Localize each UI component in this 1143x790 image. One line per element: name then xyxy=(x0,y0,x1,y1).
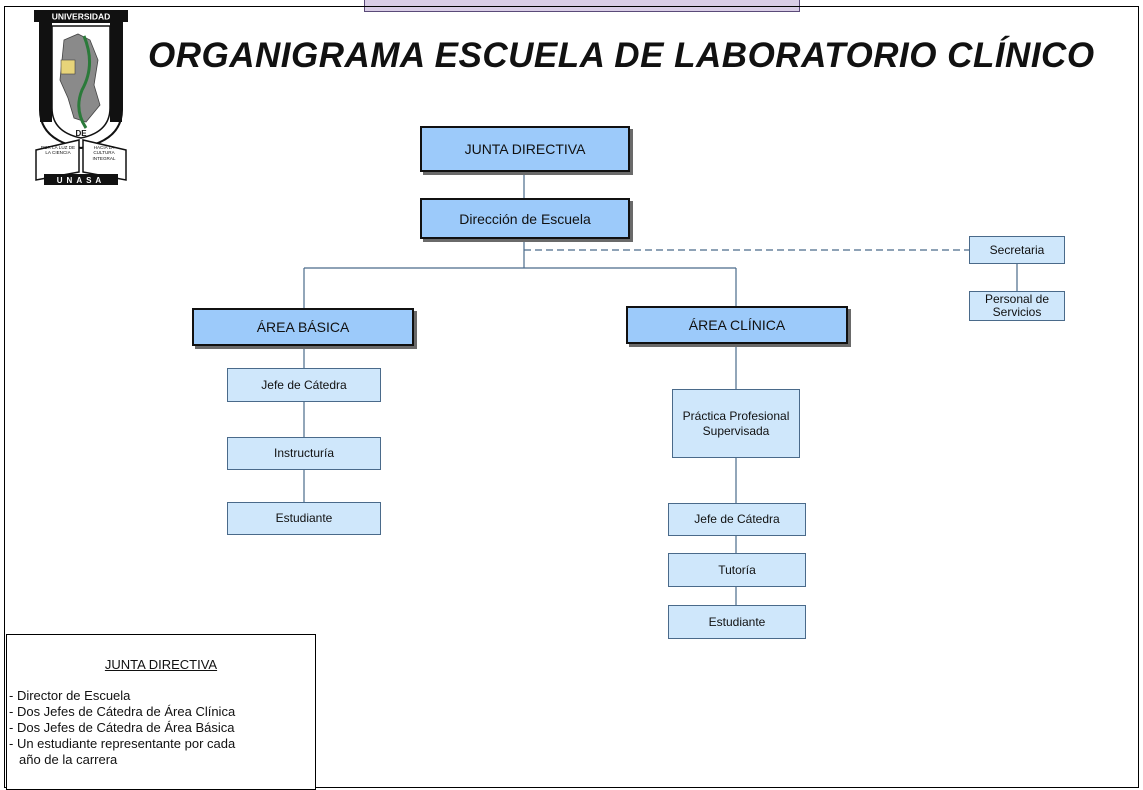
node-area-basica: ÁREA BÁSICA xyxy=(192,308,414,346)
page-title: ORGANIGRAMA ESCUELA DE LABORATORIO CLÍNI… xyxy=(148,36,1095,75)
node-basica-instructuria: Instructuría xyxy=(227,437,381,470)
node-clinica-tutoria: Tutoría xyxy=(668,553,806,587)
node-junta-directiva: JUNTA DIRECTIVA xyxy=(420,126,630,172)
node-practica-profesional: Práctica Profesional Supervisada xyxy=(672,389,800,458)
logo-book-left-text: POR LA LUZ DE LA CIENCIA xyxy=(40,145,76,156)
legend-item: - Dos Jefes de Cátedra de Área Clínica xyxy=(9,704,236,719)
node-secretaria: Secretaria xyxy=(969,236,1065,264)
node-clinica-jefe-catedra: Jefe de Cátedra xyxy=(668,503,806,536)
node-clinica-estudiante: Estudiante xyxy=(668,605,806,639)
node-area-clinica: ÁREA CLÍNICA xyxy=(626,306,848,344)
page-frame xyxy=(4,6,1139,788)
logo-banner-text: UNIVERSIDAD xyxy=(52,12,111,22)
legend-item: - Director de Escuela xyxy=(9,688,131,703)
legend-item-text: Director de Escuela xyxy=(16,688,131,703)
logo-de-text: DE xyxy=(75,129,87,138)
university-seal-icon: UNIVERSIDAD DE POR LA LUZ DE LA CIENCIA … xyxy=(34,10,128,185)
node-basica-jefe-catedra: Jefe de Cátedra xyxy=(227,368,381,402)
node-direccion-escuela: Dirección de Escuela xyxy=(420,198,630,239)
logo-acronym-text: UNASA xyxy=(57,176,105,185)
legend-list: - Director de Escuela - Dos Jefes de Cát… xyxy=(9,688,259,768)
legend-item: - Dos Jefes de Cátedra de Área Básica xyxy=(9,720,235,735)
legend-item: - Un estudiante representante por cada a… xyxy=(9,736,236,767)
legend-item-text: Dos Jefes de Cátedra de Área Básica xyxy=(16,720,235,735)
legend-title: JUNTA DIRECTIVA xyxy=(104,657,218,672)
legend-box: JUNTA DIRECTIVA - Director de Escuela - … xyxy=(6,634,316,790)
logo-book-right-text: HACIA LA CULTURA INTEGRAL xyxy=(92,145,116,161)
legend-item-text: Un estudiante representante por cada año… xyxy=(16,736,236,767)
legend-item-text: Dos Jefes de Cátedra de Área Clínica xyxy=(16,704,236,719)
node-personal-servicios: Personal de Servicios xyxy=(969,291,1065,321)
node-basica-estudiante: Estudiante xyxy=(227,502,381,535)
